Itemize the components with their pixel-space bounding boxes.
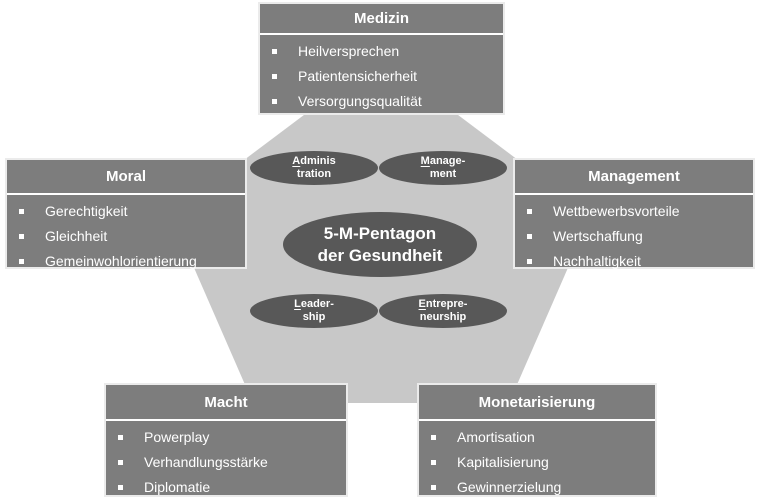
- ellipse-entrepreneurship: Entrepre- neurship: [379, 294, 507, 328]
- square-bullet-icon: [19, 234, 24, 239]
- box-title-medizin: Medizin: [260, 4, 503, 35]
- box-management: Management Wettbewerbsvorteile Wertschaf…: [513, 158, 755, 269]
- center-title-line: 5-M-Pentagon: [323, 223, 437, 243]
- ellipse-label-line: Manage-: [421, 155, 466, 168]
- square-bullet-icon: [118, 485, 123, 490]
- ellipse-leadership: Leader- ship: [250, 294, 378, 328]
- square-bullet-icon: [431, 485, 436, 490]
- box-title-management: Management: [515, 160, 753, 195]
- list-item: Verhandlungsstärke: [106, 450, 346, 475]
- box-item-list: Wettbewerbsvorteile Wertschaffung Nachha…: [515, 199, 753, 274]
- square-bullet-icon: [272, 74, 277, 79]
- list-item: Kapitalisierung: [419, 450, 655, 475]
- box-macht: Macht Powerplay Verhandlungsstärke Diplo…: [104, 383, 348, 497]
- list-item: Wertschaffung: [515, 224, 753, 249]
- list-item-label: Verhandlungsstärke: [144, 454, 268, 470]
- list-item-label: Wettbewerbsvorteile: [553, 203, 680, 219]
- square-bullet-icon: [272, 99, 277, 104]
- box-item-list: Powerplay Verhandlungsstärke Diplomatie: [106, 425, 346, 500]
- underlined-letter: E: [418, 298, 426, 310]
- box-medizin: Medizin Heilversprechen Patientensicherh…: [258, 2, 505, 115]
- list-item: Diplomatie: [106, 475, 346, 500]
- list-item: Nachhaltigkeit: [515, 249, 753, 274]
- label-rest: anage-: [429, 155, 466, 167]
- square-bullet-icon: [19, 259, 24, 264]
- square-bullet-icon: [19, 209, 24, 214]
- square-bullet-icon: [527, 234, 532, 239]
- list-item: Gleichheit: [7, 224, 245, 249]
- list-item-label: Kapitalisierung: [457, 454, 549, 470]
- list-item-label: Amortisation: [457, 429, 535, 445]
- box-item-list: Amortisation Kapitalisierung Gewinnerzie…: [419, 425, 655, 500]
- list-item-label: Diplomatie: [144, 479, 211, 495]
- ellipse-label-line: Entrepre-: [419, 298, 468, 311]
- box-title-monetarisierung: Monetarisierung: [419, 385, 655, 421]
- underlined-letter: M: [420, 155, 430, 167]
- ellipse-label-line: tration: [296, 168, 332, 180]
- box-item-list: Heilversprechen Patientensicherheit Vers…: [260, 39, 503, 114]
- list-item: Heilversprechen: [260, 39, 503, 64]
- list-item-label: Versorgungsqualität: [298, 93, 422, 109]
- box-title-macht: Macht: [106, 385, 346, 421]
- list-item: Gemeinwohlorientierung: [7, 249, 245, 274]
- list-item-label: Powerplay: [144, 429, 210, 445]
- ellipse-label-line: neurship: [419, 311, 467, 323]
- ellipse-management: Manage- ment: [379, 151, 507, 185]
- box-moral: Moral Gerechtigkeit Gleichheit Gemeinwoh…: [5, 158, 247, 269]
- ellipse-label-line: ship: [302, 311, 326, 323]
- list-item: Gerechtigkeit: [7, 199, 245, 224]
- center-ellipse-title: 5-M-Pentagon der Gesundheit: [283, 212, 477, 277]
- underlined-letter: L: [294, 298, 301, 310]
- list-item: Wettbewerbsvorteile: [515, 199, 753, 224]
- list-item-label: Gleichheit: [45, 228, 108, 244]
- box-monetarisierung: Monetarisierung Amortisation Kapitalisie…: [417, 383, 657, 497]
- square-bullet-icon: [527, 209, 532, 214]
- list-item-label: Gerechtigkeit: [45, 203, 128, 219]
- list-item: Gewinnerzielung: [419, 475, 655, 500]
- underlined-letter: A: [292, 155, 301, 167]
- list-item-label: Heilversprechen: [298, 43, 400, 59]
- square-bullet-icon: [431, 435, 436, 440]
- box-item-list: Gerechtigkeit Gleichheit Gemeinwohlorien…: [7, 199, 245, 274]
- label-rest: ntrepre-: [425, 298, 468, 310]
- list-item-label: Nachhaltigkeit: [553, 253, 641, 269]
- square-bullet-icon: [431, 460, 436, 465]
- ellipse-label-line: ment: [429, 168, 457, 180]
- list-item-label: Patientensicherheit: [298, 68, 418, 84]
- list-item: Powerplay: [106, 425, 346, 450]
- square-bullet-icon: [527, 259, 532, 264]
- ellipse-label-line: Leader-: [294, 298, 334, 311]
- list-item-label: Wertschaffung: [553, 228, 643, 244]
- square-bullet-icon: [272, 49, 277, 54]
- square-bullet-icon: [118, 460, 123, 465]
- list-item: Versorgungsqualität: [260, 89, 503, 114]
- list-item: Patientensicherheit: [260, 64, 503, 89]
- center-title-line: der Gesundheit: [317, 245, 443, 265]
- box-title-moral: Moral: [7, 160, 245, 195]
- label-rest: eader-: [300, 298, 334, 310]
- list-item: Amortisation: [419, 425, 655, 450]
- list-item-label: Gewinnerzielung: [457, 479, 562, 495]
- label-rest: dminis: [300, 155, 336, 167]
- ellipse-label-line: Adminis: [292, 155, 335, 168]
- square-bullet-icon: [118, 435, 123, 440]
- ellipse-administration: Adminis tration: [250, 151, 378, 185]
- list-item-label: Gemeinwohlorientierung: [45, 253, 197, 269]
